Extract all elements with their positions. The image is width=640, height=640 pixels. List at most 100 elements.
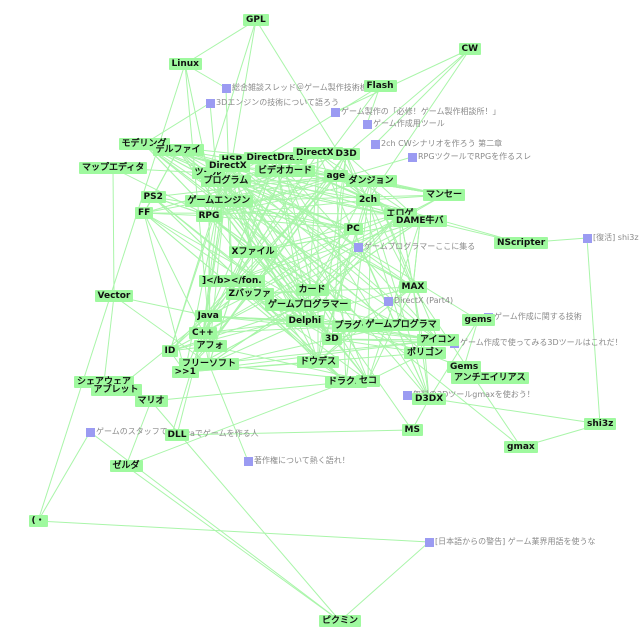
edge-gameengine-id <box>169 200 220 352</box>
keyword-node-ni2ch[interactable]: 2ch <box>356 194 381 206</box>
keyword-node-max[interactable]: MAX <box>398 281 428 293</box>
thread-square-icon <box>583 234 592 243</box>
edge-mapeditor-vector <box>112 167 115 297</box>
keyword-node-delphi[interactable]: Delphi <box>285 315 325 327</box>
keyword-node-java[interactable]: Java <box>194 310 222 322</box>
keyword-node-doudesu[interactable]: ドウデス <box>297 356 340 368</box>
keyword-node-cw[interactable]: CW <box>458 43 482 55</box>
keyword-node-ageha[interactable]: age <box>323 170 349 182</box>
edge-sego-videocard <box>284 170 369 382</box>
keyword-node-ms[interactable]: MS <box>401 424 423 436</box>
edge-cw-d3d <box>345 48 471 155</box>
keyword-node-gameprogrammer[interactable]: ゲームプログラマー <box>265 299 352 311</box>
edge-gameprogrammer-directx8 <box>307 152 319 306</box>
keyword-node-polygon[interactable]: ポリゴン <box>404 347 447 359</box>
edge-gpl-ni2ch <box>255 19 369 201</box>
keyword-node-xfile[interactable]: Xファイル <box>228 246 278 258</box>
thread-title: ゲームプログラマーここに集る <box>364 242 476 251</box>
keyword-node-pc[interactable]: PC <box>343 223 363 235</box>
edge-doudesu-zbuffer <box>249 293 319 363</box>
keyword-node-directx[interactable]: DirectX <box>206 160 250 172</box>
keyword-node-gameengine[interactable]: ゲームエンジン <box>184 195 254 207</box>
keyword-node-mario[interactable]: マリオ <box>134 395 168 407</box>
edge-ff-aho <box>143 212 211 347</box>
thread-square-icon <box>371 140 380 149</box>
thread-square-icon <box>354 243 363 252</box>
keyword-node-delphi_small[interactable]: デルファイ <box>152 144 204 156</box>
thread-square-icon <box>425 538 434 547</box>
keyword-node-ps2[interactable]: PS2 <box>140 191 166 203</box>
thread-title: RPGツクールでRPGを作るスレ <box>418 152 532 161</box>
keyword-node-paren[interactable]: (・ <box>28 515 48 527</box>
keyword-node-directx8[interactable]: DirectX8 <box>293 147 343 159</box>
keyword-node-ff[interactable]: FF <box>135 207 154 219</box>
keyword-node-gameprogram[interactable]: ゲームプログラマ <box>362 319 440 331</box>
edge-erogame-gameprogram <box>399 213 402 326</box>
keyword-node-cpp[interactable]: C++ <box>189 327 217 339</box>
thread-square-icon <box>408 153 417 162</box>
keyword-node-nscripter[interactable]: NScripter <box>494 237 549 249</box>
keyword-node-directdraw[interactable]: DirectDraw <box>243 152 307 164</box>
keyword-node-dll[interactable]: DLL <box>164 429 190 441</box>
thread-title: 著作権について熱く語れ！ <box>254 456 350 465</box>
keyword-node-gmax[interactable]: gmax <box>504 441 538 453</box>
keyword-node-aho[interactable]: アフォ <box>193 340 227 352</box>
edge-flash-program <box>225 85 381 182</box>
edge-mario-dragon <box>150 381 347 402</box>
keyword-node-pikmin[interactable]: ピクミン <box>319 615 362 627</box>
keyword-node-shi3z[interactable]: shi3z <box>584 418 617 430</box>
thread-square-icon <box>86 428 95 437</box>
edge-sego-aho <box>209 345 369 382</box>
edge-delphi-freesoft <box>208 320 306 365</box>
edge-threed-program <box>225 180 333 340</box>
keyword-node-sego[interactable]: セコ <box>356 375 381 387</box>
edge-t13-freesoft <box>208 363 249 462</box>
keyword-node-zbuffer[interactable]: Zバッファ <box>225 288 275 300</box>
edge-pikmin-t14 <box>339 541 430 622</box>
keyword-node-dungeon[interactable]: ダンジョン <box>345 175 397 187</box>
keyword-node-program[interactable]: プログラム <box>200 175 252 187</box>
keyword-node-gpl[interactable]: GPL <box>243 14 269 26</box>
edge-linux-tool <box>184 63 209 174</box>
keyword-node-manser[interactable]: マンセー <box>423 189 466 201</box>
keyword-node-videocard[interactable]: ビデオカード <box>255 165 316 177</box>
edge-gems-d3dx <box>428 319 479 400</box>
edge-gems-gems2 <box>463 319 479 368</box>
keyword-node-d3dx[interactable]: D3DX <box>412 393 447 405</box>
keyword-node-icon[interactable]: アイコン <box>417 334 459 346</box>
edge-paren-t16 <box>37 431 91 522</box>
edge-baiba-cpp <box>202 220 421 334</box>
keyword-node-mapeditor[interactable]: マップエディタ <box>79 162 148 174</box>
thread-title: [復活] shi3z <box>593 233 639 242</box>
edge-d3d-cpp <box>202 153 347 334</box>
keyword-node-vector[interactable]: Vector <box>94 290 134 302</box>
edge-gameprogrammer-ff <box>143 212 309 306</box>
keyword-node-antialias[interactable]: アンチエイリアス <box>451 372 529 384</box>
keyword-node-baiba[interactable]: DAME牛バ <box>393 215 447 227</box>
keyword-node-zelda[interactable]: ゼルダ <box>109 460 143 472</box>
keyword-node-id[interactable]: ID <box>161 345 179 357</box>
keyword-node-rpg[interactable]: RPG <box>195 210 223 222</box>
edge-zelda-dragon <box>125 381 347 467</box>
keyword-node-card[interactable]: カード <box>295 284 329 296</box>
thread-square-icon <box>206 99 215 108</box>
keyword-node-d3d[interactable]: D3D <box>332 148 360 160</box>
thread-title: Javaでゲームを作る人 <box>178 429 259 438</box>
edge-icon-hsp <box>231 159 439 341</box>
edge-card-videocard <box>284 170 313 291</box>
thread-title: ゲームのスタッフで <box>96 427 168 436</box>
keyword-node-gems2[interactable]: Gems <box>447 361 482 373</box>
thread-title: 無料の3Dツールgmaxを使おう！ <box>413 390 535 399</box>
keyword-node-flash[interactable]: Flash <box>363 80 397 92</box>
keyword-node-gt1[interactable]: >>1 <box>171 366 199 378</box>
keyword-node-threed[interactable]: 3D <box>322 333 342 345</box>
thread-square-icon <box>244 457 253 466</box>
keyword-node-linux[interactable]: Linux <box>168 58 202 70</box>
keyword-node-gems[interactable]: gems <box>461 314 495 326</box>
edge-gameengine-manser <box>218 194 445 202</box>
thread-title: 3Dエンジンの技術について語ろう <box>216 98 340 107</box>
edge-gpl-tool <box>207 19 257 174</box>
keyword-node-applet[interactable]: アプレット <box>90 384 142 396</box>
edge-zbuffer-ageha <box>249 175 337 295</box>
keyword-node-font[interactable]: ]</b></fon. <box>199 275 265 287</box>
